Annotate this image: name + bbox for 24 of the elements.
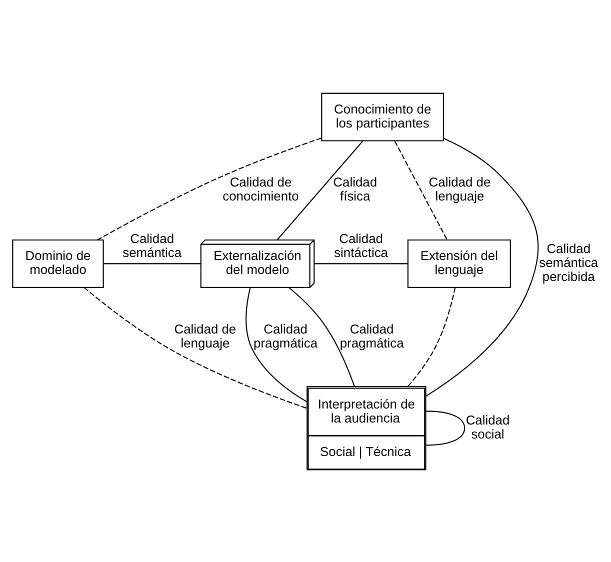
connector xyxy=(276,140,364,240)
connector xyxy=(246,286,308,402)
edge-label: Calidad social xyxy=(466,412,510,442)
connector xyxy=(84,286,307,408)
connector xyxy=(407,286,456,386)
node-box: Dominio de modelado xyxy=(12,238,104,288)
node-box: Conocimiento de los participantes xyxy=(321,92,444,141)
connector xyxy=(97,137,322,240)
edge-label: Calidad semántica xyxy=(122,230,182,260)
edge-label: Calidad física xyxy=(333,174,378,204)
edge-label: Calidad de lenguaje xyxy=(174,320,236,350)
connector xyxy=(426,137,539,396)
edge-label: Calidad pragmática xyxy=(340,320,404,350)
connector xyxy=(104,262,201,264)
connector xyxy=(288,286,355,386)
connector xyxy=(394,140,448,240)
connector xyxy=(426,410,466,446)
edge-label: Calidad de lenguaje xyxy=(428,174,491,204)
edge-label: Calidad semántica percibida xyxy=(539,240,598,284)
edge-label: Calidad pragmática xyxy=(254,320,318,350)
connector xyxy=(314,262,408,264)
edge-label: Calidad de conocimiento xyxy=(222,174,299,204)
edge-label: Calidad sintáctica xyxy=(334,230,388,260)
node-box: Extensión del lenguaje xyxy=(407,238,511,288)
